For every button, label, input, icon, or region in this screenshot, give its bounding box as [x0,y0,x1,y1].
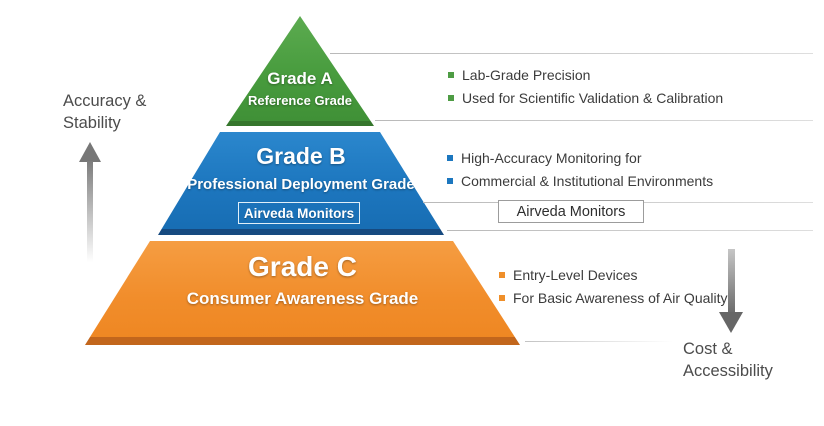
divider-grade-b-bottom [447,230,813,231]
tier-grade-a-subtitle: Reference Grade [247,93,353,108]
accuracy-label-line2: Stability [63,114,121,132]
tier-grade-b-title: Grade B [256,143,346,169]
orange-bullet-icon [499,295,505,301]
tier-grade-c-title: Grade C [248,251,357,282]
tier-grade-c-bevel [85,337,520,345]
divider-grade-c-bottom [525,341,673,342]
orange-bullet-icon [499,272,505,278]
green-bullet-icon [448,95,454,101]
green-bullet-icon [448,72,454,78]
tier-grade-a-title: Grade A [267,69,333,88]
divider-grade-a-top [330,53,813,54]
tier-grade-b-bevel [158,229,444,235]
grade-a-bullet-2-text: Used for Scientific Validation & Calibra… [462,90,724,106]
tier-grade-c-subtitle: Consumer Awareness Grade [186,289,419,308]
grade-b-bullet-1: High-Accuracy Monitoring for [447,150,642,166]
grade-c-bullet-1: Entry-Level Devices [499,267,638,283]
grade-b-bullet-1-text: High-Accuracy Monitoring for [461,150,642,166]
cost-label-line2: Accessibility [683,362,773,380]
grade-b-bullet-2: Commercial & Institutional Environments [447,173,713,189]
airveda-monitors-callout: Airveda Monitors [498,200,644,223]
accuracy-stability-label: Accuracy & Stability [63,90,146,134]
grade-c-bullet-2-text: For Basic Awareness of Air Quality [513,290,728,306]
grade-c-bullet-2: For Basic Awareness of Air Quality [499,290,728,306]
tier-grade-b-subtitle: Professional Deployment Grade [187,176,415,193]
tier-grade-a-bevel [226,121,374,126]
cost-accessibility-label: Cost & Accessibility [683,338,773,382]
down-arrow-shaft [728,249,735,313]
up-arrow-icon [79,142,101,162]
grade-c-bullet-1-text: Entry-Level Devices [513,267,638,283]
divider-grade-a-bottom [375,120,813,121]
accuracy-label-line1: Accuracy & [63,92,147,110]
cost-label-line1: Cost & [683,340,733,358]
tier-grade-b-badge: Airveda Monitors [238,202,360,224]
tier-grade-b: Grade B Professional Deployment Grade Ai… [158,132,444,235]
up-arrow-shaft [87,161,93,262]
grade-a-bullet-2: Used for Scientific Validation & Calibra… [448,90,723,106]
tier-grade-a: Grade A Reference Grade [226,16,374,126]
blue-bullet-icon [447,155,453,161]
grade-a-bullet-1-text: Lab-Grade Precision [462,67,591,83]
tier-grade-c: Grade C Consumer Awareness Grade [85,241,520,345]
grade-b-bullet-2-text: Commercial & Institutional Environments [461,173,714,189]
down-arrow-icon [719,312,743,333]
blue-bullet-icon [447,178,453,184]
grade-a-bullet-1: Lab-Grade Precision [448,67,590,83]
